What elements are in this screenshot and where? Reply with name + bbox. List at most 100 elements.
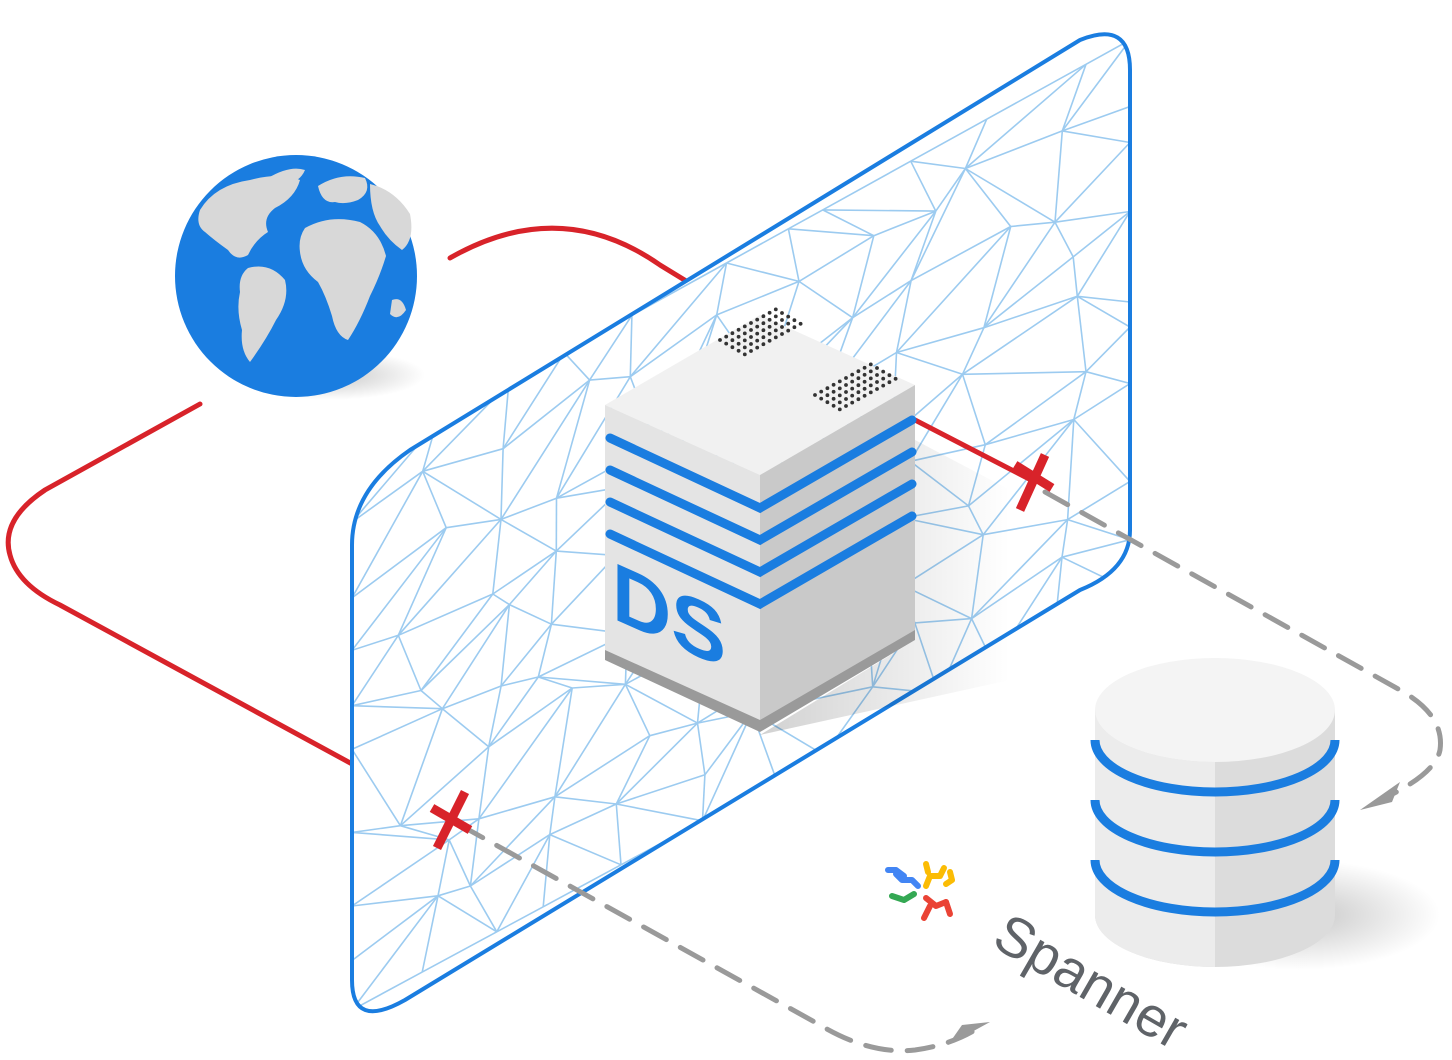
vent-dot	[850, 372, 855, 377]
mesh-edge	[478, 746, 490, 819]
vent-dot	[862, 365, 867, 370]
vent-dot	[767, 324, 772, 329]
mesh-edge	[469, 796, 556, 887]
vent-dot	[761, 335, 766, 340]
vent-dot	[761, 342, 766, 347]
vent-dot	[875, 373, 879, 377]
mesh-edge	[538, 676, 626, 686]
vent-dot	[875, 380, 879, 384]
mesh-edge	[615, 735, 651, 805]
mesh-edge	[352, 470, 424, 599]
mesh-edge	[983, 256, 1074, 329]
mesh-edge	[441, 604, 511, 710]
vent-dot	[844, 383, 848, 387]
vent-dot	[780, 325, 784, 329]
vent-dot	[773, 314, 778, 319]
vent-dot	[736, 334, 741, 339]
mesh-edge	[896, 326, 985, 354]
mesh-edge	[909, 160, 937, 212]
mesh-edge	[554, 796, 617, 805]
mesh-edge	[422, 470, 502, 521]
mesh-edge	[910, 160, 966, 170]
vent-dot	[862, 372, 867, 377]
mesh-edge	[488, 687, 573, 748]
mesh-edge	[798, 235, 875, 283]
mesh-edge	[588, 314, 633, 381]
mesh-edge	[500, 448, 504, 520]
mesh-edge	[896, 351, 963, 376]
mesh-edge	[502, 383, 510, 449]
server-icon: DS	[605, 307, 1010, 735]
mesh-edge	[629, 314, 718, 378]
vent-dot	[767, 310, 772, 315]
mesh-edge	[589, 375, 631, 381]
mesh-edge	[549, 796, 556, 835]
mesh-edge	[421, 895, 439, 973]
arrowhead-right	[1360, 782, 1400, 810]
vent-dot	[786, 314, 791, 319]
mesh-edge	[397, 634, 422, 691]
mesh-edge	[352, 748, 402, 827]
vent-dot	[786, 328, 791, 333]
mesh-edge	[542, 864, 622, 908]
mesh-edge	[895, 280, 912, 353]
mesh-edge	[1072, 210, 1130, 258]
mesh-edge	[469, 818, 480, 887]
vent-dot	[831, 396, 836, 401]
vent-dot	[837, 379, 842, 384]
mesh-edge	[437, 839, 450, 896]
vent-dot	[856, 397, 861, 402]
mesh-edge	[352, 895, 439, 1011]
mesh-edge	[910, 225, 1012, 282]
mesh-edge	[1054, 130, 1064, 223]
mesh-edge	[500, 497, 557, 521]
vent-dot	[856, 390, 861, 395]
vent-dot	[819, 389, 824, 394]
vent-dot	[749, 321, 753, 325]
mesh-edge	[701, 774, 706, 821]
vent-dot	[742, 352, 747, 357]
vent-dot	[837, 400, 842, 405]
vent-dot	[761, 321, 766, 326]
mesh-edge	[983, 221, 1056, 329]
mesh-edge	[502, 379, 591, 450]
mesh-edge	[1085, 370, 1130, 385]
mesh-edge	[798, 280, 854, 319]
mesh-edge	[624, 683, 651, 737]
mesh-edge	[352, 634, 399, 652]
mesh-edge	[441, 708, 490, 748]
connection-line-left	[5, 401, 458, 823]
mesh-edge	[1054, 221, 1074, 258]
vent-dot	[773, 321, 778, 326]
vent-dot	[856, 383, 861, 388]
vent-dot	[831, 382, 836, 387]
mesh-edge	[983, 226, 1012, 328]
vent-dot	[868, 383, 873, 388]
mesh-edge	[822, 160, 912, 211]
mesh-edge	[420, 689, 443, 710]
mesh-edge	[352, 895, 439, 907]
mesh-edge	[696, 722, 706, 775]
vent-dot	[742, 338, 747, 343]
mesh-edge	[421, 470, 447, 529]
mesh-edge	[788, 209, 824, 230]
mesh-edge	[502, 352, 565, 450]
mesh-edge	[352, 470, 424, 523]
mesh-edge	[500, 623, 553, 687]
vent-dot	[767, 331, 772, 336]
globe-icon	[175, 155, 425, 400]
mesh-edge	[554, 687, 573, 797]
mesh-edge	[984, 371, 1087, 446]
mesh-edge	[1061, 538, 1130, 558]
mesh-edge	[442, 685, 502, 710]
mesh-edge	[420, 604, 510, 692]
vent-grid	[718, 307, 803, 357]
mesh-edge	[1072, 256, 1079, 297]
vent-dot	[780, 311, 784, 315]
mesh-edge	[496, 834, 551, 933]
mesh-edge	[649, 722, 698, 737]
mesh-edge	[616, 803, 703, 822]
mesh-edge	[716, 280, 800, 316]
mesh-edge	[352, 704, 443, 710]
